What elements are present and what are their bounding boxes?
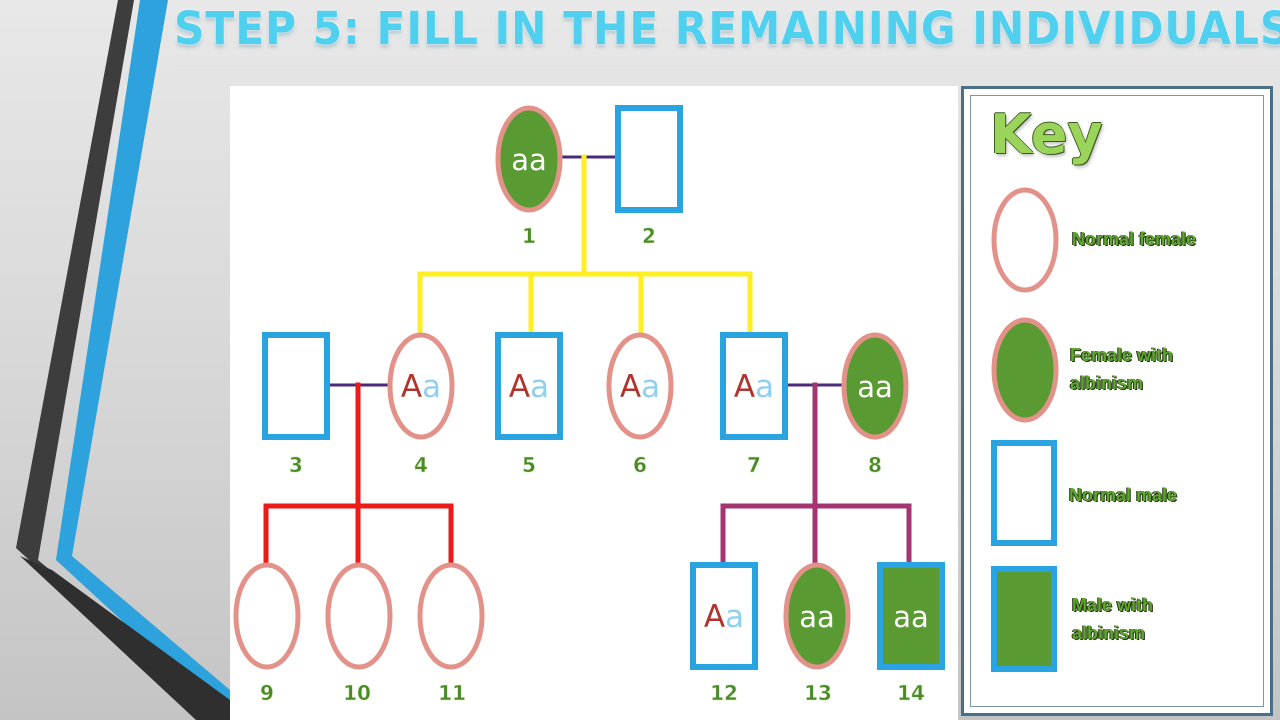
individual-9-number: 9	[260, 681, 274, 705]
key-symbol-normal-female	[991, 187, 1059, 293]
individual-13-female-symbol	[783, 562, 851, 670]
individual-1-number: 1	[522, 224, 536, 248]
key-symbol-normal-male	[991, 440, 1057, 546]
key-symbol-affected-female	[991, 317, 1059, 423]
individual-4-genotype: Aa	[401, 369, 441, 405]
key-label-affected-male: Male with albinism	[1072, 591, 1153, 647]
individual-5-male-symbol	[495, 332, 563, 440]
key-panel: Key Normal female Female with albinism N…	[961, 86, 1273, 716]
individual-11-female-symbol	[417, 562, 485, 670]
key-label-line: Male with	[1072, 595, 1154, 615]
individual-2-male-symbol	[615, 105, 683, 213]
individual-1-female-symbol	[495, 105, 563, 213]
individual-2-number: 2	[642, 224, 656, 248]
individual-8-female-symbol	[841, 332, 909, 440]
individual-1-genotype: aa	[511, 143, 547, 177]
key-label-line: Female with	[1070, 345, 1174, 365]
individual-6-female-symbol	[606, 332, 674, 440]
key-label-affected-female: Female with albinism	[1070, 341, 1173, 397]
key-label-normal-male: Normal male	[1069, 481, 1177, 509]
individual-6-genotype: Aa	[620, 369, 660, 405]
individual-11-number: 11	[438, 681, 466, 705]
individual-5-number: 5	[522, 453, 536, 477]
individual-3-number: 3	[289, 453, 303, 477]
individual-4-number: 4	[414, 453, 428, 477]
key-label-line: Normal male	[1069, 485, 1178, 505]
individual-12-male-symbol	[690, 562, 758, 670]
individual-13-genotype: aa	[799, 600, 835, 634]
individual-9-female-symbol	[233, 562, 301, 670]
dark-stripe	[16, 0, 230, 720]
blue-stripe	[56, 0, 230, 720]
individual-14-male-symbol	[877, 562, 945, 670]
key-label-line: Normal female	[1072, 229, 1197, 249]
key-symbol-affected-male	[991, 566, 1057, 672]
individual-4-female-symbol	[387, 332, 455, 440]
individual-14-genotype: aa	[893, 600, 929, 634]
slide-title: STEP 5: FILL IN THE REMAINING INDIVIDUAL…	[174, 2, 1280, 55]
individual-7-genotype: Aa	[734, 369, 774, 405]
individual-7-number: 7	[747, 453, 761, 477]
individual-3-male-symbol	[262, 332, 330, 440]
dark-stripe-lower	[20, 556, 230, 720]
key-label-normal-female: Normal female	[1072, 225, 1196, 253]
key-title: Key	[990, 103, 1103, 166]
key-label-line: albinism	[1070, 373, 1144, 393]
individual-12-genotype: Aa	[704, 599, 744, 635]
individual-10-female-symbol	[325, 562, 393, 670]
individual-14-number: 14	[897, 681, 925, 705]
individual-10-number: 10	[343, 681, 371, 705]
key-inner-border	[970, 95, 1264, 707]
individual-8-number: 8	[868, 453, 882, 477]
individual-8-genotype: aa	[857, 370, 893, 404]
individual-13-number: 13	[804, 681, 832, 705]
individual-7-male-symbol	[720, 332, 788, 440]
individual-12-number: 12	[710, 681, 738, 705]
key-label-line: albinism	[1072, 623, 1146, 643]
individual-5-genotype: Aa	[509, 369, 549, 405]
individual-6-number: 6	[633, 453, 647, 477]
